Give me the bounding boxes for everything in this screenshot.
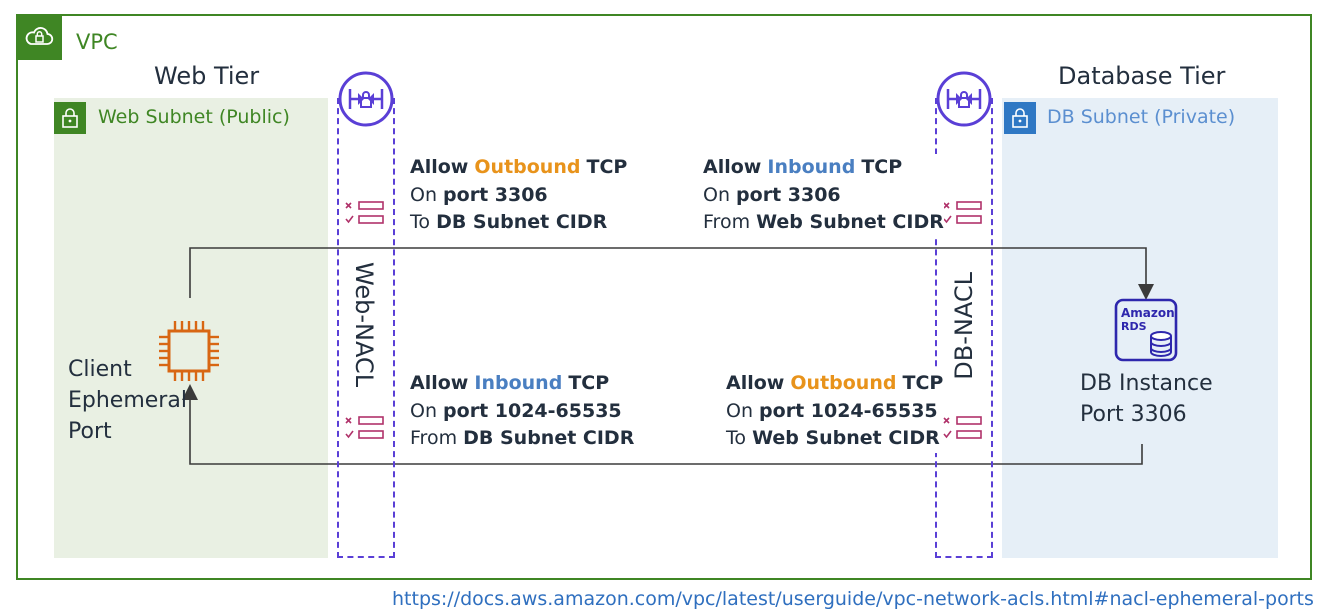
network-acl-icon (336, 69, 396, 129)
db-instance-label: DB Instance Port 3306 (1080, 371, 1213, 427)
response-flow-arrow (182, 384, 1143, 465)
cloud-lock-icon (16, 14, 62, 60)
web-nacl-label: Web-NACL (350, 262, 378, 388)
db-subnet-label: DB Subnet (Private) (1047, 106, 1236, 128)
db-outbound-rule: Allow Outbound TCP On port 1024-65535 To… (726, 370, 944, 453)
ec2-chip-icon (156, 318, 222, 388)
svg-text:RDS: RDS (1121, 320, 1147, 333)
rds-database-icon: Amazon RDS (1114, 298, 1180, 368)
web-subnet-area (54, 98, 328, 558)
web-outbound-rule: Allow Outbound TCP On port 3306 To DB Su… (410, 154, 628, 237)
db-inbound-rule: Allow Inbound TCP On port 3306 From Web … (703, 154, 944, 237)
web-subnet-label: Web Subnet (Public) (98, 106, 290, 128)
documentation-link[interactable]: https://docs.aws.amazon.com/vpc/latest/u… (392, 588, 1314, 610)
svg-text:Amazon: Amazon (1121, 306, 1175, 320)
web-inbound-rule: Allow Inbound TCP On port 1024-65535 Fro… (410, 370, 635, 453)
rule-list-icon (941, 415, 985, 445)
client-label: Client Ephemeral Port (68, 357, 187, 444)
vpc-boundary (16, 14, 1312, 580)
vpc-label: VPC (76, 30, 118, 54)
web-tier-title: Web Tier (154, 62, 260, 90)
db-subnet-area (1002, 98, 1278, 558)
network-acl-icon (934, 69, 994, 129)
request-flow-arrow (189, 247, 1154, 300)
database-tier-title: Database Tier (1058, 62, 1226, 90)
rule-list-icon (343, 200, 387, 230)
padlock-icon (1004, 102, 1036, 134)
db-nacl-label: DB-NACL (950, 272, 978, 380)
rule-list-icon (343, 415, 387, 445)
rule-list-icon (941, 200, 985, 230)
padlock-icon (54, 102, 86, 134)
